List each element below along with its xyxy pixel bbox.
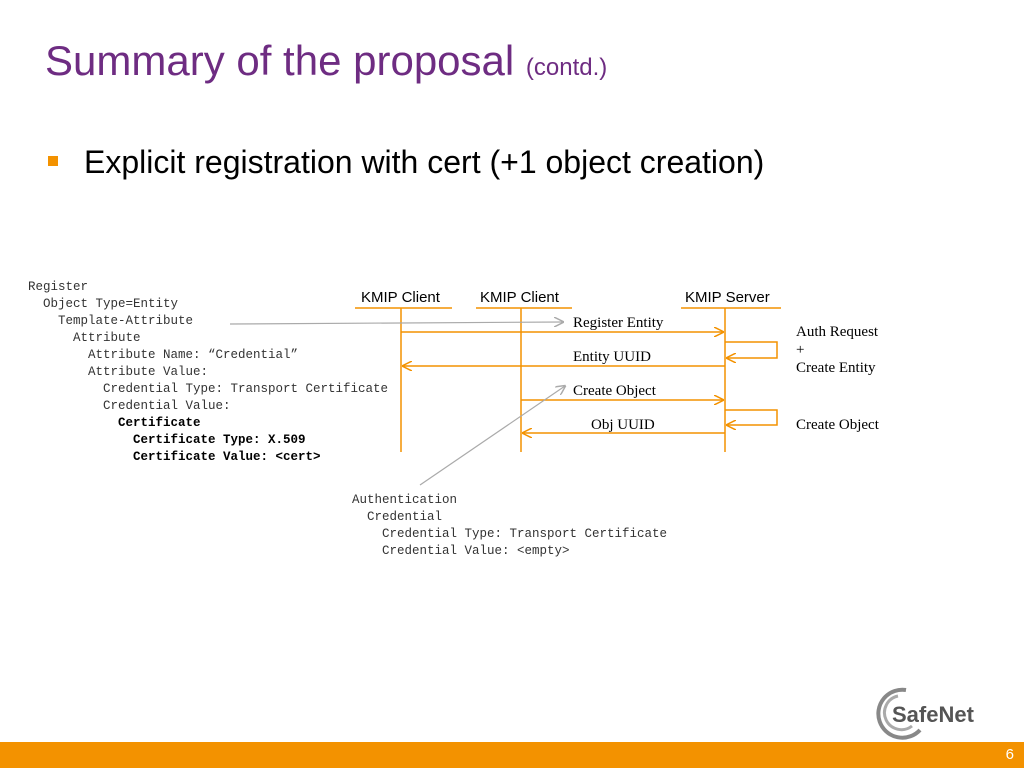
server-note-1: Auth Request + Create Entity (796, 323, 878, 377)
server-note-line: + (796, 342, 805, 358)
auth-line: Credential (352, 510, 443, 524)
register-line: Certificate Value: <cert> (28, 450, 321, 464)
message-label-entity-uuid: Entity UUID (573, 349, 651, 365)
title-main: Summary of the proposal (45, 37, 515, 84)
register-line: Certificate Type: X.509 (28, 433, 306, 447)
message-label-create-object: Create Object (573, 383, 656, 399)
register-line: Attribute Name: “Credential” (28, 348, 299, 362)
register-line: Certificate (28, 416, 201, 430)
auth-line: Credential Value: <empty> (352, 544, 570, 558)
page-number: 6 (1005, 746, 1014, 763)
server-note-2: Create Object (796, 417, 879, 433)
register-line: Object Type=Entity (28, 297, 179, 311)
logo-text: SafeNet (892, 702, 975, 727)
participant-label-client-1: KMIP Client (361, 289, 440, 306)
pointer-authentication (419, 386, 565, 486)
register-line: Register (28, 280, 89, 294)
register-line: Attribute Value: (28, 365, 209, 379)
footer-bar (0, 742, 1024, 768)
register-request-block: Register Object Type=Entity Template-Att… (28, 279, 388, 466)
bullet-text: Explicit registration with cert (+1 obje… (84, 144, 765, 180)
authentication-block: Authentication Credential Credential Typ… (352, 492, 667, 560)
auth-line: Credential Type: Transport Certificate (352, 527, 668, 541)
register-line: Attribute (28, 331, 141, 345)
register-line: Template-Attribute (28, 314, 194, 328)
pointer-template-attribute (229, 322, 563, 324)
server-self-loop-2 (725, 409, 778, 425)
server-self-loop-1 (725, 341, 778, 358)
server-note-line: Create Entity (796, 360, 876, 376)
bullet-square-icon (48, 156, 58, 166)
register-line: Credential Value: (28, 399, 231, 413)
participant-label-server: KMIP Server (685, 289, 770, 306)
safenet-logo: SafeNet (876, 687, 975, 740)
message-label-register-entity: Register Entity (573, 315, 664, 331)
auth-line: Authentication (352, 493, 458, 507)
title-suffix: (contd.) (525, 54, 608, 81)
server-note-line: Auth Request (796, 324, 879, 340)
slide-title: Summary of the proposal (contd.) (45, 40, 607, 82)
message-label-obj-uuid: Obj UUID (591, 417, 655, 433)
participant-label-client-2: KMIP Client (480, 289, 559, 306)
register-line: Credential Type: Transport Certificate (28, 382, 389, 396)
